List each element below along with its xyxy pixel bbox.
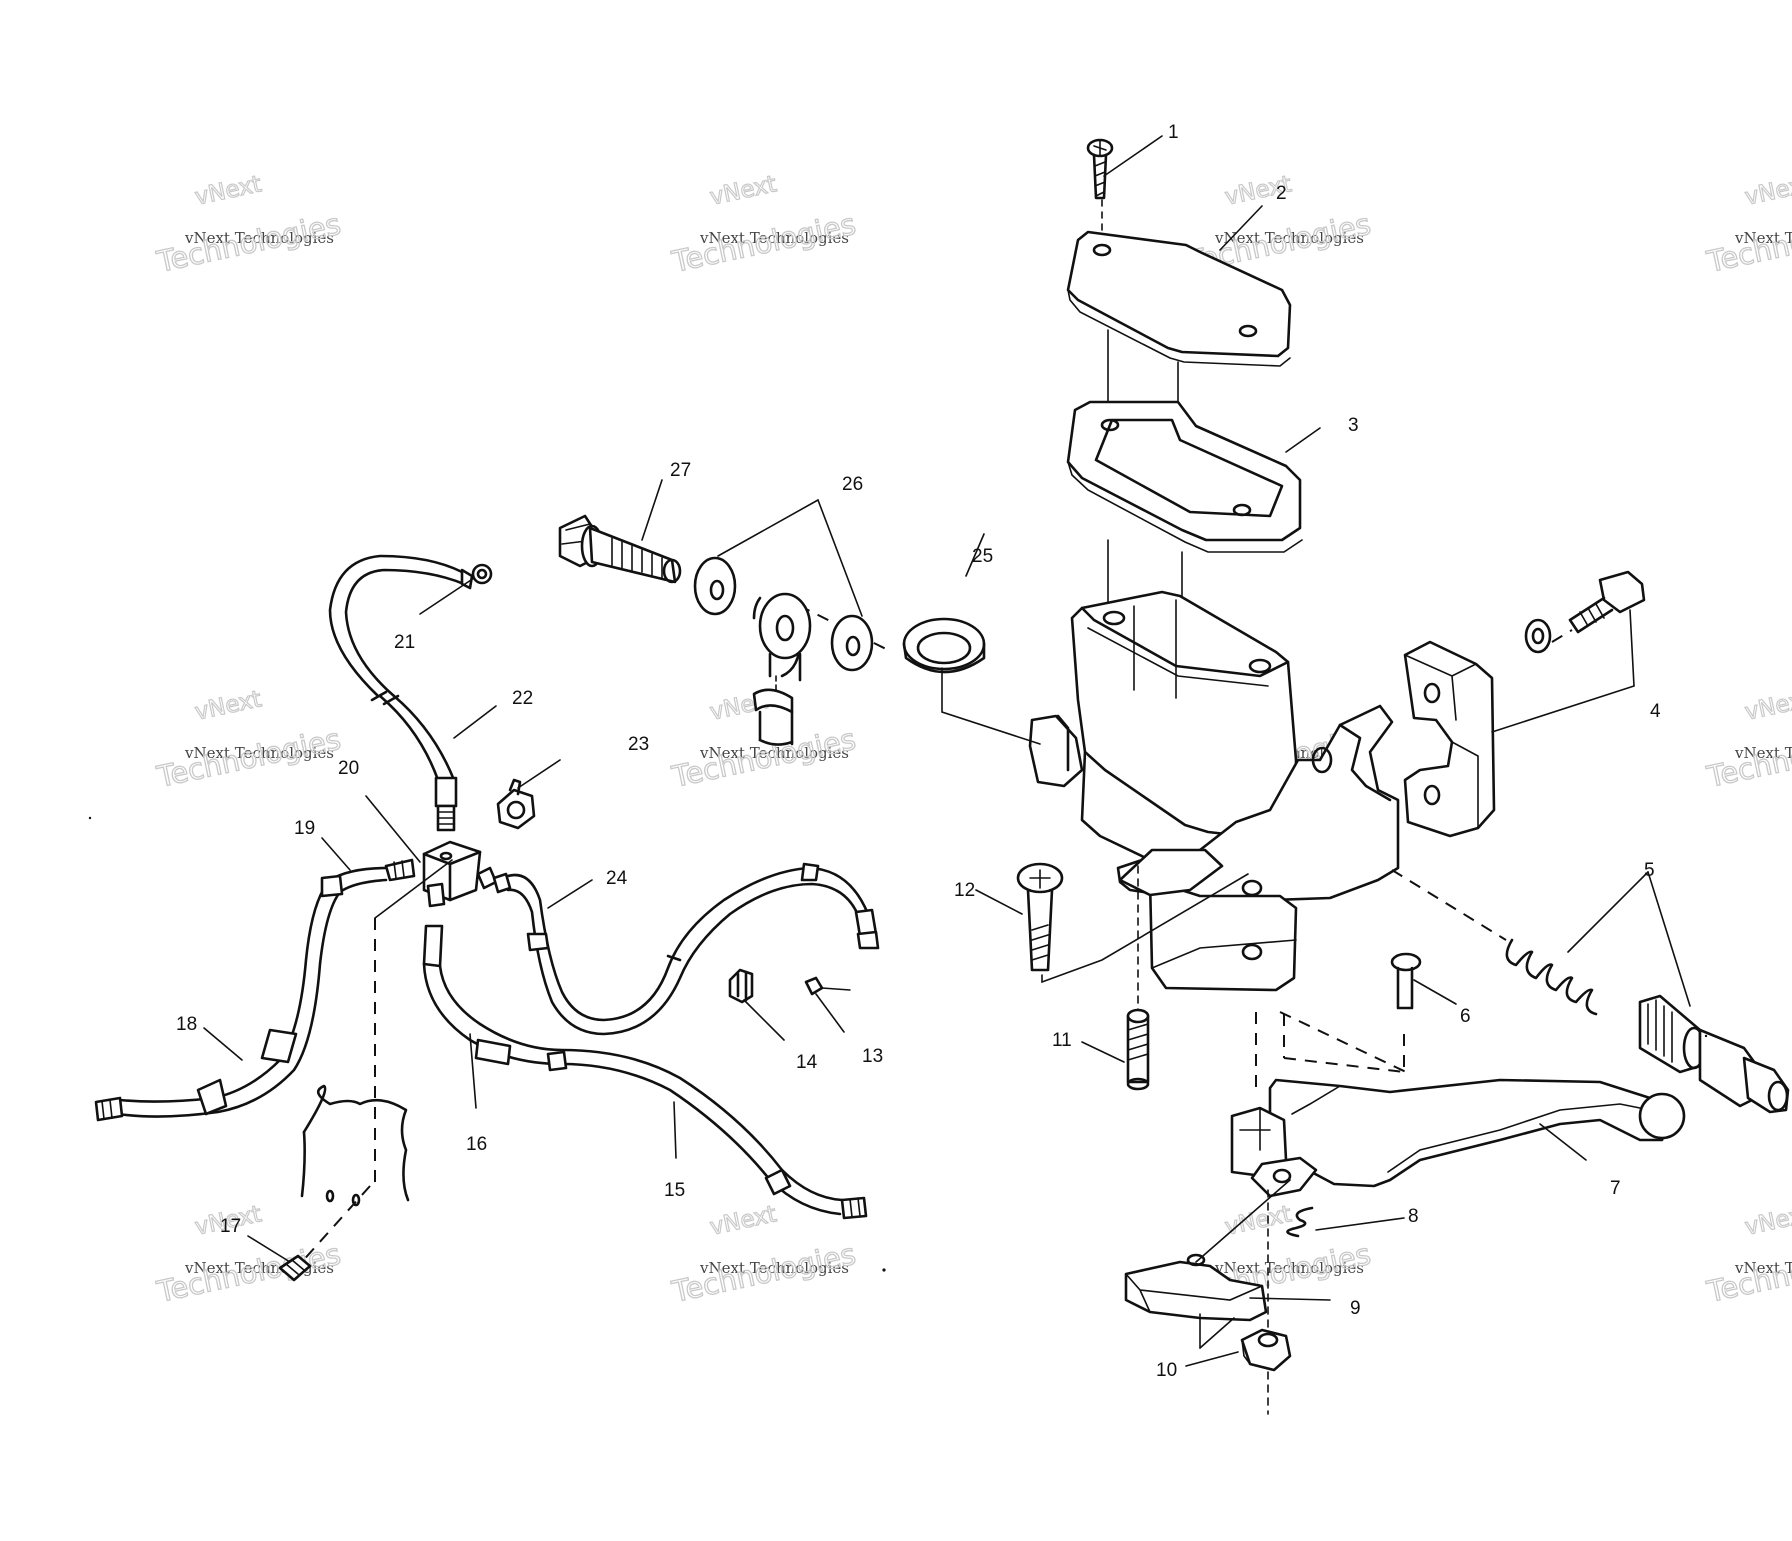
callout-16: 16 bbox=[466, 1134, 487, 1155]
watermark: vNext vNext Technologies Technologies bbox=[1703, 686, 1792, 795]
part-25-seal bbox=[902, 617, 986, 674]
callout-9: 9 bbox=[1350, 1298, 1361, 1319]
part-3-diaphragm bbox=[1066, 400, 1303, 553]
part-6-pin bbox=[1390, 952, 1422, 1010]
part-5-spring-piston bbox=[1391, 869, 1790, 1114]
svg-text:vNext Technologies: vNext Technologies bbox=[1734, 744, 1792, 762]
svg-text:Technologies: Technologies bbox=[1703, 722, 1792, 794]
svg-text:Technologies: Technologies bbox=[1703, 207, 1792, 279]
watermark: vNext vNext Technologies Technologies bbox=[668, 1201, 860, 1310]
callout-5: 5 bbox=[1644, 860, 1655, 881]
callout-24: 24 bbox=[606, 868, 628, 889]
svg-text:vNext Technologies: vNext Technologies bbox=[184, 744, 334, 762]
part-10-nut bbox=[1240, 1189, 1292, 1415]
watermark: vNext vNext Technologies Technologies bbox=[1703, 1201, 1792, 1310]
part-26-washers-banjo bbox=[693, 556, 874, 746]
part-1-screw bbox=[1086, 138, 1114, 247]
callout-numbers: 1 2 3 4 5 6 7 8 9 10 11 12 13 14 15 16 1… bbox=[176, 122, 1661, 1381]
part-9-adjuster bbox=[1124, 1179, 1291, 1322]
svg-text:vNext: vNext bbox=[193, 171, 264, 210]
part-4-bolt bbox=[1524, 570, 1646, 654]
callout-23: 23 bbox=[628, 734, 649, 755]
callout-4: 4 bbox=[1650, 701, 1661, 722]
part-24-hose bbox=[492, 862, 880, 1036]
part-15-16-middle-hose bbox=[422, 882, 868, 1220]
callout-27: 27 bbox=[670, 460, 691, 481]
part-27-banjo-bolt bbox=[558, 514, 682, 584]
svg-text:vNext: vNext bbox=[708, 171, 779, 210]
svg-text:Technologies: Technologies bbox=[153, 1237, 343, 1309]
callout-13: 13 bbox=[862, 1046, 883, 1067]
svg-text:Technologies: Technologies bbox=[153, 207, 343, 279]
callout-25: 25 bbox=[972, 546, 993, 567]
callout-21: 21 bbox=[394, 632, 415, 653]
callout-10: 10 bbox=[1156, 1360, 1177, 1381]
callout-17: 17 bbox=[220, 1216, 241, 1237]
svg-text:Technologies: Technologies bbox=[668, 1237, 858, 1309]
svg-text:vNext Technologies: vNext Technologies bbox=[699, 229, 849, 247]
svg-text:Technologies: Technologies bbox=[1703, 1237, 1792, 1309]
watermark-layer: vNext vNext Technologies Technologies vN… bbox=[153, 171, 1792, 1310]
watermark: vNext vNext Technologies Technologies bbox=[153, 171, 345, 280]
svg-text:vNext: vNext bbox=[1743, 686, 1792, 725]
part-11-set-screw bbox=[1126, 865, 1150, 1091]
callout-14: 14 bbox=[796, 1052, 818, 1073]
svg-text:vNext Technologies: vNext Technologies bbox=[699, 744, 849, 762]
part-2-cover bbox=[1066, 230, 1292, 367]
svg-text:Technologies: Technologies bbox=[668, 722, 858, 794]
callout-1: 1 bbox=[1168, 122, 1179, 143]
callout-20: 20 bbox=[338, 758, 359, 779]
part-23-bleeder bbox=[496, 778, 536, 830]
svg-text:vNext: vNext bbox=[708, 1201, 779, 1240]
svg-text:vNext: vNext bbox=[1743, 1201, 1792, 1240]
watermark: vNext vNext Technologies Technologies bbox=[668, 171, 860, 280]
svg-text:vNext Technologies: vNext Technologies bbox=[184, 229, 334, 247]
svg-text:Technologies: Technologies bbox=[668, 207, 858, 279]
watermark: vNext vNext Technologies Technologies bbox=[1703, 171, 1792, 280]
callout-12: 12 bbox=[954, 880, 975, 901]
callout-3: 3 bbox=[1348, 415, 1359, 436]
part-18-19-left-hose bbox=[94, 866, 388, 1122]
part-14-clip bbox=[728, 968, 754, 1004]
handlebar-section bbox=[278, 859, 453, 1282]
part-8-spring bbox=[1286, 1206, 1314, 1238]
callout-2: 2 bbox=[1276, 183, 1287, 204]
svg-text:vNext Technologies: vNext Technologies bbox=[1734, 229, 1792, 247]
svg-text:vNext Technologies: vNext Technologies bbox=[1214, 229, 1364, 247]
part-4-clamp bbox=[1403, 640, 1496, 838]
watermark: vNext vNext Technologies Technologies bbox=[153, 1201, 345, 1310]
svg-text:vNext Technologies: vNext Technologies bbox=[699, 1259, 849, 1277]
callout-11: 11 bbox=[1052, 1030, 1072, 1051]
part-21-22-upper-hose bbox=[328, 554, 493, 832]
svg-text:vNext: vNext bbox=[1743, 171, 1792, 210]
callout-6: 6 bbox=[1460, 1006, 1471, 1027]
callout-15: 15 bbox=[664, 1180, 685, 1201]
part-13-pin bbox=[804, 976, 851, 996]
svg-text:vNext Technologies: vNext Technologies bbox=[1214, 1259, 1364, 1277]
callout-18: 18 bbox=[176, 1014, 197, 1035]
callout-8: 8 bbox=[1408, 1206, 1419, 1227]
callout-26: 26 bbox=[842, 474, 863, 495]
svg-text:vNext Technologies: vNext Technologies bbox=[1734, 1259, 1792, 1277]
callout-19: 19 bbox=[294, 818, 315, 839]
leader-lines bbox=[203, 135, 1691, 1367]
part-12-pivot-bolt bbox=[1016, 862, 1249, 984]
master-cylinder-body bbox=[1028, 590, 1400, 992]
part-7-brake-lever bbox=[1230, 1078, 1686, 1198]
svg-text:Technologies: Technologies bbox=[153, 722, 343, 794]
svg-text:vNext: vNext bbox=[193, 686, 264, 725]
watermark: vNext vNext Technologies Technologies bbox=[153, 686, 345, 795]
callout-22: 22 bbox=[512, 688, 533, 709]
callout-7: 7 bbox=[1610, 1178, 1621, 1199]
